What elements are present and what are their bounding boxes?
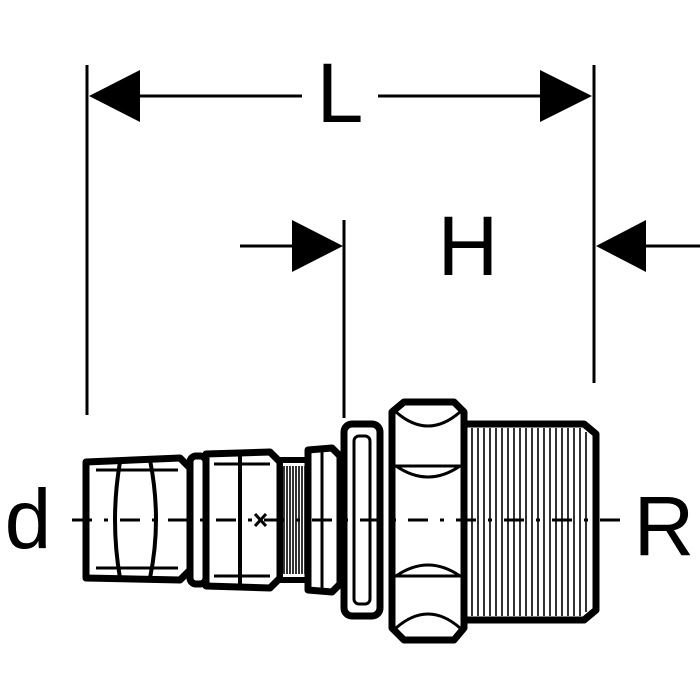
threaded-end: [460, 420, 600, 624]
label-R: R: [634, 479, 695, 573]
arrowhead-H-left: [292, 220, 343, 272]
arrowhead-H-right: [596, 220, 646, 272]
label-H: H: [438, 199, 499, 293]
dimension-H: H: [240, 199, 700, 418]
knurled-ring: [277, 457, 311, 583]
arrowhead-L-left: [89, 70, 140, 122]
flange: [340, 420, 384, 620]
dimension-L: L: [85, 46, 596, 415]
label-L: L: [317, 46, 364, 140]
arrowhead-L-right: [540, 70, 592, 122]
label-d: d: [5, 472, 52, 566]
